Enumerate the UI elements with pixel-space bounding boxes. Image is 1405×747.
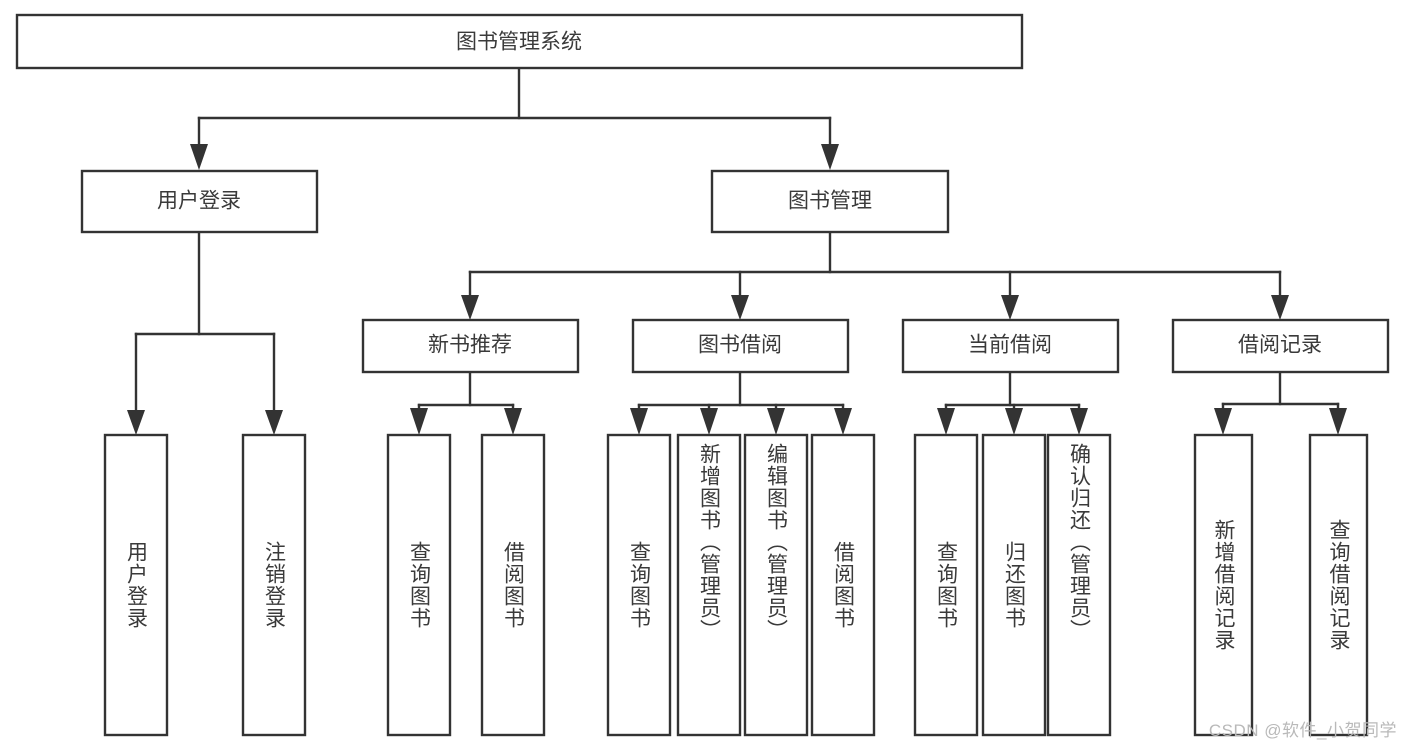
arrowhead-cb-leaf3 [1070,408,1088,435]
node-root[interactable]: 图书管理系统 [15,13,1024,70]
leaf-box-user-login-2[interactable] [241,433,307,737]
leaf-box-user-login-1[interactable] [103,433,169,737]
node-user-login-label: 用户登录 [157,190,241,213]
arrowhead-borrow-record [1271,295,1289,320]
node-book-manage-label: 图书管理 [788,190,872,213]
leaf-box-current-borrow-2[interactable] [981,433,1047,737]
arrowhead-user-login [190,144,208,170]
node-user-login[interactable]: 用户登录 [80,169,319,234]
arrowhead-bb-leaf1 [630,408,648,435]
node-borrow-record-box[interactable] [1171,318,1390,374]
leaf-box-book-borrow-2[interactable] [676,433,742,737]
leaf-box-borrow-record-1[interactable] [1193,433,1254,737]
arrowhead-book-manage [821,144,839,170]
node-current-borrow[interactable]: 当前借阅 [901,318,1120,374]
connector-group-user-login-to-leaves [127,231,283,435]
node-book-manage-box[interactable] [710,169,950,234]
leaf-box-current-borrow-1[interactable] [913,433,979,737]
leaf-box-new-book-2[interactable] [480,433,546,737]
node-current-borrow-label: 当前借阅 [968,334,1052,357]
node-root-label: 图书管理系统 [456,31,582,54]
arrowhead-br-leaf2 [1329,408,1347,435]
arrowhead-bb-leaf3 [767,408,785,435]
node-new-book-recommend[interactable]: 新书推荐 [361,318,580,374]
arrowhead-nb-leaf1 [410,408,428,435]
arrowhead-nb-leaf2 [504,408,522,435]
arrowhead-ul-leaf1 [127,410,145,435]
node-new-book-recommend-box[interactable] [361,318,580,374]
node-book-borrow-box[interactable] [631,318,850,374]
arrowhead-cb-leaf2 [1005,408,1023,435]
leaf-box-new-book-1[interactable] [386,433,452,737]
arrowhead-book-borrow [731,295,749,320]
leaf-box-book-borrow-3[interactable] [743,433,809,737]
node-borrow-record-label: 借阅记录 [1238,334,1322,357]
arrowhead-new-book [461,295,479,320]
node-current-borrow-box[interactable] [901,318,1120,374]
arrowhead-br-leaf1 [1214,408,1232,435]
arrowhead-bb-leaf2 [700,408,718,435]
connector-group-borrow-record-to-leaves [1214,370,1347,435]
connector-group-book-borrow-to-leaves [630,370,852,435]
arrowhead-bb-leaf4 [834,408,852,435]
arrowhead-ul-leaf2 [265,410,283,435]
node-borrow-record[interactable]: 借阅记录 [1171,318,1390,374]
leaf-box-current-borrow-3[interactable] [1046,433,1112,737]
leaf-box-book-borrow-4[interactable] [810,433,876,737]
csdn-watermark: CSDN @软件_小贺同学 [1208,721,1397,740]
node-book-borrow-label: 图书借阅 [698,334,782,357]
leaf-box-borrow-record-2[interactable] [1308,433,1369,737]
connector-group-book-manage-to-level3 [461,231,1289,320]
arrowhead-cb-leaf1 [937,408,955,435]
arrowhead-current-borrow [1001,295,1019,320]
node-new-book-recommend-label: 新书推荐 [428,334,512,357]
connector-group-current-borrow-to-leaves [937,370,1088,435]
connector-group-root-to-level2 [190,67,839,170]
node-book-manage[interactable]: 图书管理 [710,169,950,234]
connector-group-new-book-to-leaves [410,370,522,435]
node-user-login-box[interactable] [80,169,319,234]
node-root-box[interactable] [15,13,1024,70]
node-book-borrow[interactable]: 图书借阅 [631,318,850,374]
leaf-box-book-borrow-1[interactable] [606,433,672,737]
